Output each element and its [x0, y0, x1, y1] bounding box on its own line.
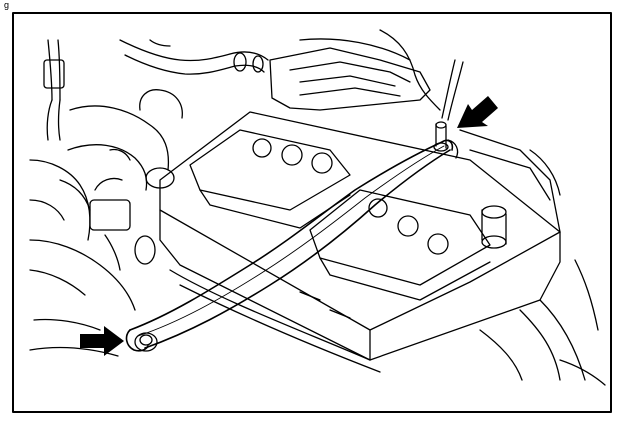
arrow-pointing-down-left-icon: [457, 96, 498, 128]
arrow-pointing-right-icon: [80, 326, 124, 356]
lower-clamp-nut: [134, 332, 158, 352]
battery: [159, 111, 606, 386]
battery-hold-down-clamp: [125, 139, 454, 352]
upper-clamp-nut: [433, 121, 459, 159]
figure-border: [12, 12, 612, 413]
figure-number: g: [4, 0, 10, 10]
engine-bay-background: [29, 29, 464, 357]
